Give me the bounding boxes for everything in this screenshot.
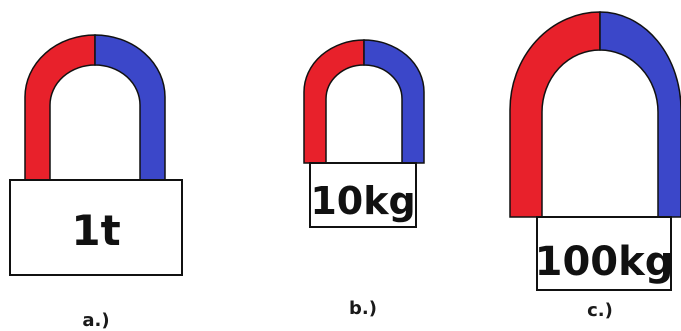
weight-block-c [536,216,672,291]
south-pole-half [94,34,166,184]
north-pole-half [303,39,365,164]
south-pole-half [599,11,681,218]
caption-c: c.) [587,300,613,321]
weight-label-c: 100kg [535,239,674,285]
weight-label-b: 10kg [310,179,415,223]
horseshoe-magnet-icon [509,11,681,218]
caption-a: a.) [82,310,109,331]
horseshoe-magnet-icon [24,34,166,184]
magnet-b: 10kg b.) [303,39,425,319]
south-pole-half [363,39,425,164]
north-pole-half [24,34,96,184]
caption-b: b.) [349,298,377,319]
horseshoe-magnet-icon [303,39,425,164]
weight-block-a [9,179,183,276]
magnet-c: 100kg c.) [509,11,681,321]
weight-block-b [309,162,417,228]
weight-label-a: 1t [71,206,120,255]
north-pole-half [509,11,601,218]
magnet-a: 1t a.) [9,34,183,331]
